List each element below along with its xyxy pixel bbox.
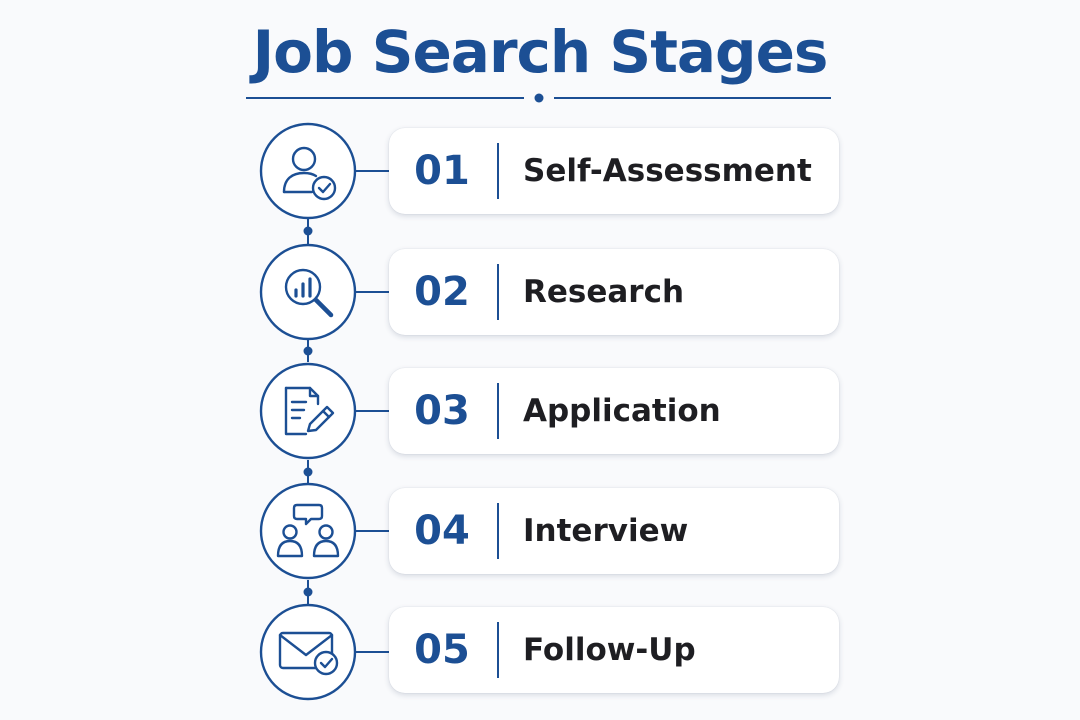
stage-label: Research [523, 274, 685, 310]
stage-card-4: 04 Interview [389, 488, 839, 574]
stage-card-5: 05 Follow-Up [389, 607, 839, 693]
document-pen-icon [259, 362, 357, 460]
stage-label: Follow-Up [523, 632, 696, 668]
card-divider [497, 264, 499, 320]
magnifier-chart-icon [259, 243, 357, 341]
envelope-check-icon [259, 603, 357, 701]
stage-number: 05 [414, 627, 470, 673]
card-divider [497, 503, 499, 559]
card-divider [497, 383, 499, 439]
stage-label: Interview [523, 513, 689, 549]
title-divider [246, 93, 831, 103]
page-title: Job Search Stages [252, 18, 829, 86]
card-divider [497, 622, 499, 678]
card-divider [497, 143, 499, 199]
stage-card-1: 01 Self-Assessment [389, 128, 839, 214]
stage-number: 04 [414, 508, 470, 554]
stage-number: 03 [414, 388, 470, 434]
circle-card-connectors [356, 170, 389, 653]
stage-number: 02 [414, 269, 470, 315]
stage-card-2: 02 Research [389, 249, 839, 335]
timeline-connector [303, 218, 313, 604]
stage-label: Self-Assessment [523, 153, 812, 189]
person-check-icon [259, 122, 357, 220]
two-people-speech-icon [259, 482, 357, 580]
stage-label: Application [523, 393, 721, 429]
stage-number: 01 [414, 148, 470, 194]
stage-card-3: 03 Application [389, 368, 839, 454]
